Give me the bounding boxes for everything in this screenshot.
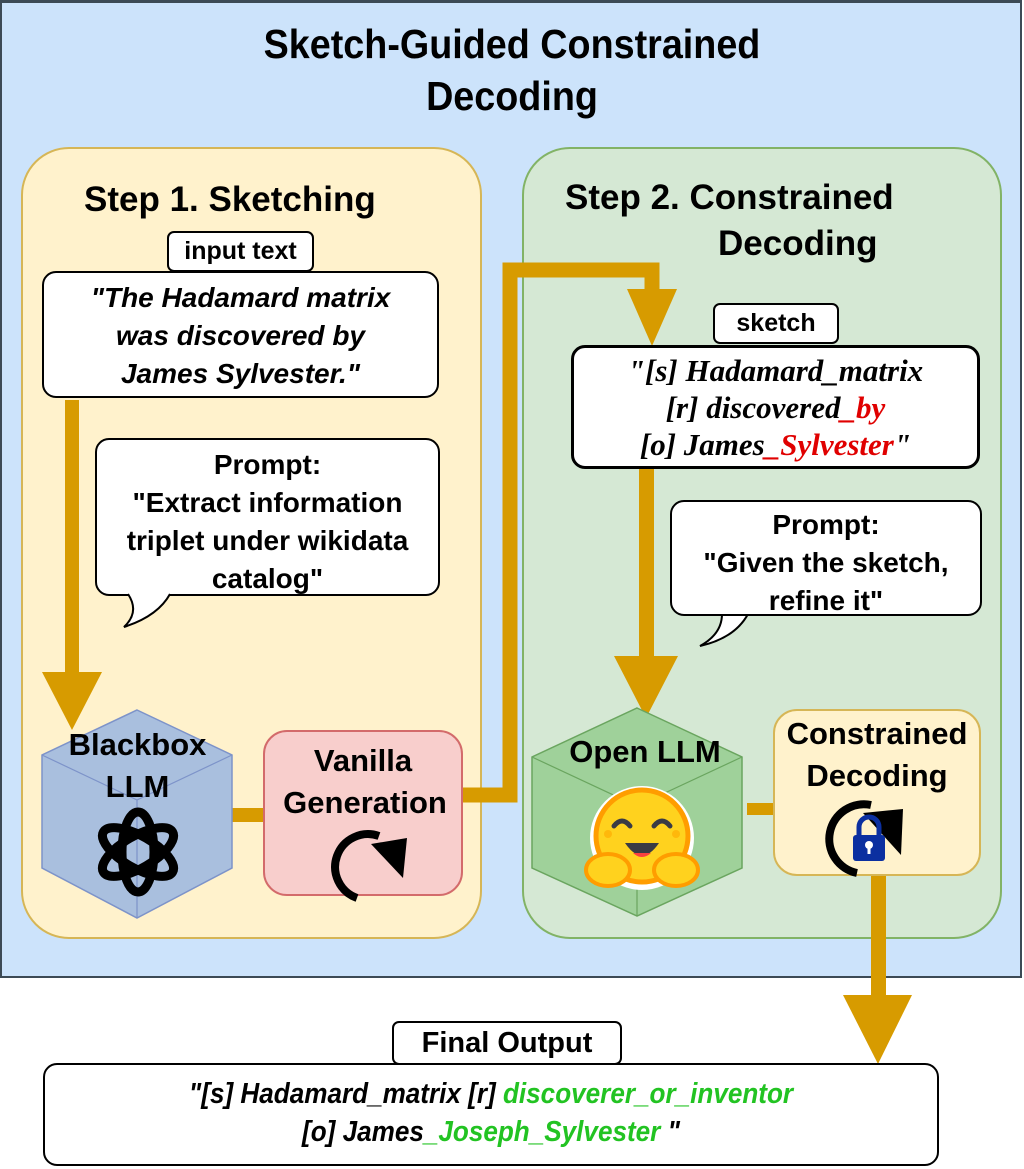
sketch-line: [o] James_Sylvester"	[574, 426, 977, 463]
vanilla-label-line: Generation	[283, 785, 447, 820]
open-llm-label: Open LLM	[569, 734, 721, 769]
sketch-quote-end: "	[893, 427, 912, 462]
vanilla-generation-node: Vanilla Generation	[263, 730, 463, 902]
input-text-line: "The Hadamard matrix	[90, 282, 391, 313]
final-output-tag: Final Output	[392, 1021, 622, 1065]
step2-title-line-1: Step 2. Constrained	[565, 178, 894, 217]
final-quote-end: "	[660, 1116, 680, 1148]
step2-prompt-tail	[699, 613, 749, 647]
title-line-2: Decoding	[426, 73, 598, 119]
blackbox-label-line: Blackbox	[68, 727, 207, 762]
final-output-box: "[s] Hadamard_matrix [r] discoverer_or_i…	[43, 1063, 939, 1166]
step1-title: Step 1. Sketching	[84, 180, 376, 219]
arrow-sketch-to-open-llm	[639, 468, 654, 668]
input-text-box: "The Hadamard matrix was discovered by J…	[42, 271, 439, 398]
prompt-line: "Given the sketch,	[703, 547, 949, 578]
step1-prompt-bubble: Prompt: "Extract information triplet und…	[95, 438, 440, 596]
diagram-title: Sketch-Guided Constrained Decoding	[41, 18, 983, 122]
prompt-label: Prompt:	[772, 509, 880, 540]
arrowhead-to-open-llm	[614, 656, 678, 718]
hugging-face-emoji-icon	[584, 786, 700, 890]
constrained-decoding-node: Constrained Decoding	[773, 709, 981, 877]
final-object-highlight: _Joseph_Sylvester	[423, 1116, 661, 1148]
sketch-box: "[s] Hadamard_matrix [r] discovered_by […	[571, 345, 980, 469]
step2-prompt-bubble: Prompt: "Given the sketch, refine it"	[670, 500, 982, 616]
prompt-line: triplet under wikidata	[126, 525, 409, 556]
sketch-object-text: [o] James	[639, 427, 765, 462]
title-line-1: Sketch-Guided Constrained	[263, 21, 761, 67]
final-subject-text: "[s] Hadamard_matrix [r]	[188, 1078, 503, 1110]
arrow-vanilla-to-sketch	[463, 262, 660, 803]
prompt-line: refine it"	[768, 585, 884, 616]
sketch-line: [r] discovered_by	[574, 389, 977, 426]
connector-open-llm-to-constrained	[747, 803, 777, 815]
openai-logo-icon	[97, 807, 179, 897]
final-output-line-1: "[s] Hadamard_matrix [r] discoverer_or_i…	[90, 1065, 893, 1113]
input-text-line: was discovered by	[115, 320, 365, 351]
locked-refresh-icon	[825, 800, 903, 877]
input-text-line: James Sylvester."	[120, 358, 360, 389]
final-relation-highlight: discoverer_or_inventor	[502, 1078, 794, 1110]
sketch-line: "[s] Hadamard_matrix	[627, 353, 924, 388]
blackbox-llm-label: Blackbox LLM	[40, 724, 235, 808]
blackbox-label-line: LLM	[105, 769, 170, 804]
arrowhead-to-final	[843, 995, 912, 1064]
prompt-line: "Extract information	[132, 487, 403, 518]
vanilla-label-line: Vanilla	[313, 743, 413, 778]
step1-prompt-tail	[123, 593, 171, 628]
arrow-constrained-to-final	[871, 876, 886, 1006]
sketch-relation-highlight: _by	[840, 390, 886, 425]
sketch-object-highlight: _Sylvester	[764, 427, 894, 462]
arrowhead-to-sketch	[627, 289, 677, 346]
sketch-tag: sketch	[713, 303, 839, 344]
final-output-line-2: [o] James_Joseph_Sylvester "	[90, 1113, 893, 1151]
arrow-input-to-llm	[65, 400, 79, 685]
step2-title-line-2: Decoding	[718, 224, 878, 263]
prompt-line: catalog"	[211, 563, 324, 594]
input-text-tag: input text	[167, 231, 314, 272]
connector-llm-to-vanilla	[232, 808, 264, 822]
constrained-label-line: Constrained	[786, 716, 968, 751]
final-object-text: [o] James	[302, 1116, 424, 1148]
refresh-arrow-icon	[331, 830, 407, 902]
prompt-label: Prompt:	[213, 449, 322, 480]
arrowhead-input-to-llm	[42, 672, 102, 730]
sketch-relation-text: [r] discovered	[665, 390, 841, 425]
constrained-label-line: Decoding	[806, 758, 948, 793]
